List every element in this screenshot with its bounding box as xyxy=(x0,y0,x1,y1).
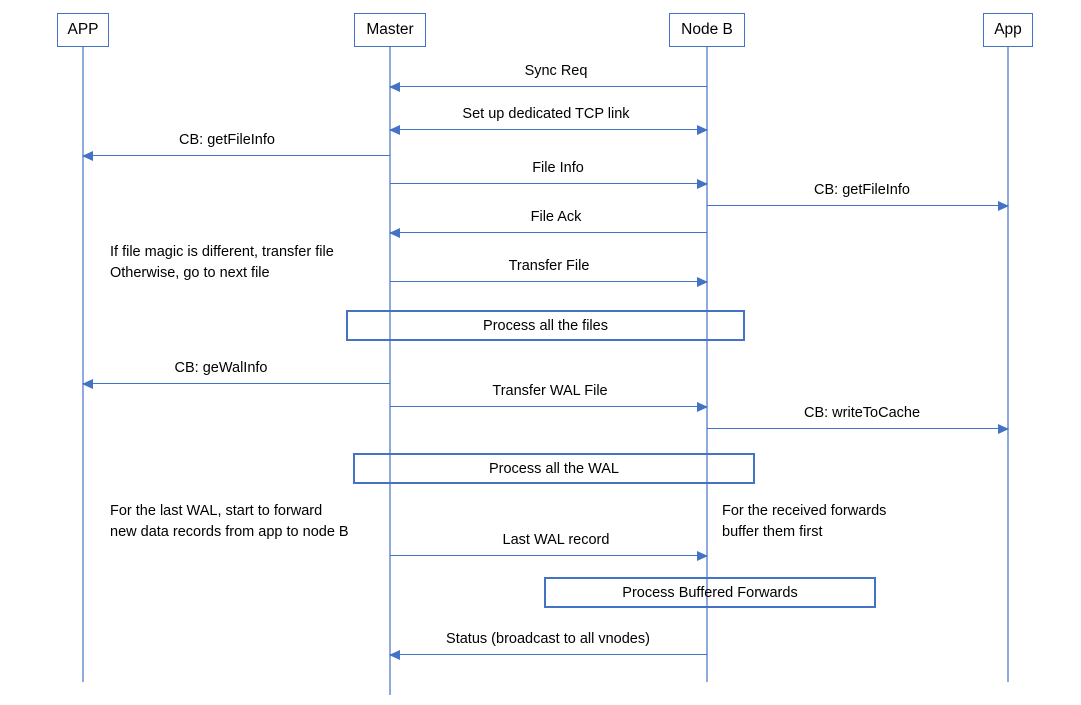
actor-header-app_right[interactable]: App xyxy=(983,13,1033,47)
message-label-cb-getfileinfo-right: CB: getFileInfo xyxy=(814,181,910,198)
message-label-transfer-wal: Transfer WAL File xyxy=(492,382,608,399)
arrowhead-right-icon xyxy=(697,277,708,287)
message-line-cb-getfileinfo-right[interactable] xyxy=(707,201,1009,211)
message-line-sync-req[interactable] xyxy=(389,82,707,92)
arrowhead-right-icon xyxy=(697,179,708,189)
message-line-status-broadcast[interactable] xyxy=(389,650,707,660)
message-label-status-broadcast: Status (broadcast to all vnodes) xyxy=(446,630,650,647)
actor-label: APP xyxy=(67,21,99,38)
message-line-last-wal-record[interactable] xyxy=(390,551,708,561)
message-label-cb-gewalinfo: CB: geWalInfo xyxy=(174,359,268,376)
message-line-file-info[interactable] xyxy=(390,179,708,189)
process-box-process-all-wal[interactable]: Process all the WAL xyxy=(353,453,755,484)
process-box-label: Process Buffered Forwards xyxy=(622,584,798,601)
message-line-transfer-wal[interactable] xyxy=(390,402,708,412)
note-note-file-magic: If file magic is different, transfer fil… xyxy=(110,244,334,282)
actor-label: Node B xyxy=(681,21,733,38)
arrowhead-left-icon xyxy=(389,82,400,92)
message-label-file-ack: File Ack xyxy=(530,208,582,225)
note-note-last-wal: For the last WAL, start to forward new d… xyxy=(110,503,349,541)
message-line-cb-gewalinfo[interactable] xyxy=(82,379,390,389)
actor-label: Master xyxy=(366,21,414,38)
message-label-cb-writetocache: CB: writeToCache xyxy=(803,404,921,421)
message-line-cb-getfileinfo-left[interactable] xyxy=(82,151,390,161)
actor-header-node_b[interactable]: Node B xyxy=(669,13,745,47)
arrowhead-right-icon xyxy=(998,424,1009,434)
arrowhead-right-icon xyxy=(697,551,708,561)
message-label-transfer-file: Transfer File xyxy=(508,257,590,274)
arrowhead-left-icon xyxy=(82,379,93,389)
process-box-process-buffered-forwards[interactable]: Process Buffered Forwards xyxy=(544,577,876,608)
arrowhead-left-icon xyxy=(389,125,400,135)
arrowhead-right-icon xyxy=(998,201,1009,211)
message-label-cb-getfileinfo-left: CB: getFileInfo xyxy=(179,131,275,148)
message-line-cb-writetocache[interactable] xyxy=(707,424,1009,434)
message-label-sync-req: Sync Req xyxy=(524,62,588,79)
message-line-transfer-file[interactable] xyxy=(390,277,708,287)
message-label-last-wal-record: Last WAL record xyxy=(502,531,610,548)
lifeline-app_right xyxy=(1007,46,1009,682)
lifeline-app_left xyxy=(82,46,84,682)
process-box-label: Process all the WAL xyxy=(488,460,619,477)
arrowhead-left-icon xyxy=(389,228,400,238)
arrowhead-left-icon xyxy=(389,650,400,660)
note-note-buffer-forwards: For the received forwards buffer them fi… xyxy=(722,503,887,541)
message-line-setup-tcp[interactable] xyxy=(389,125,708,135)
actor-header-master[interactable]: Master xyxy=(354,13,426,47)
arrowhead-left-icon xyxy=(82,151,93,161)
actor-header-app_left[interactable]: APP xyxy=(57,13,109,47)
arrowhead-right-icon xyxy=(697,125,708,135)
actor-label: App xyxy=(994,21,1022,38)
process-box-process-all-files[interactable]: Process all the files xyxy=(346,310,745,341)
arrowhead-right-icon xyxy=(697,402,708,412)
message-label-file-info: File Info xyxy=(532,159,584,176)
process-box-label: Process all the files xyxy=(483,317,608,334)
lifeline-master xyxy=(389,46,391,695)
message-line-file-ack[interactable] xyxy=(389,228,707,238)
message-label-setup-tcp: Set up dedicated TCP link xyxy=(462,105,630,122)
lifeline-node_b xyxy=(706,46,708,682)
